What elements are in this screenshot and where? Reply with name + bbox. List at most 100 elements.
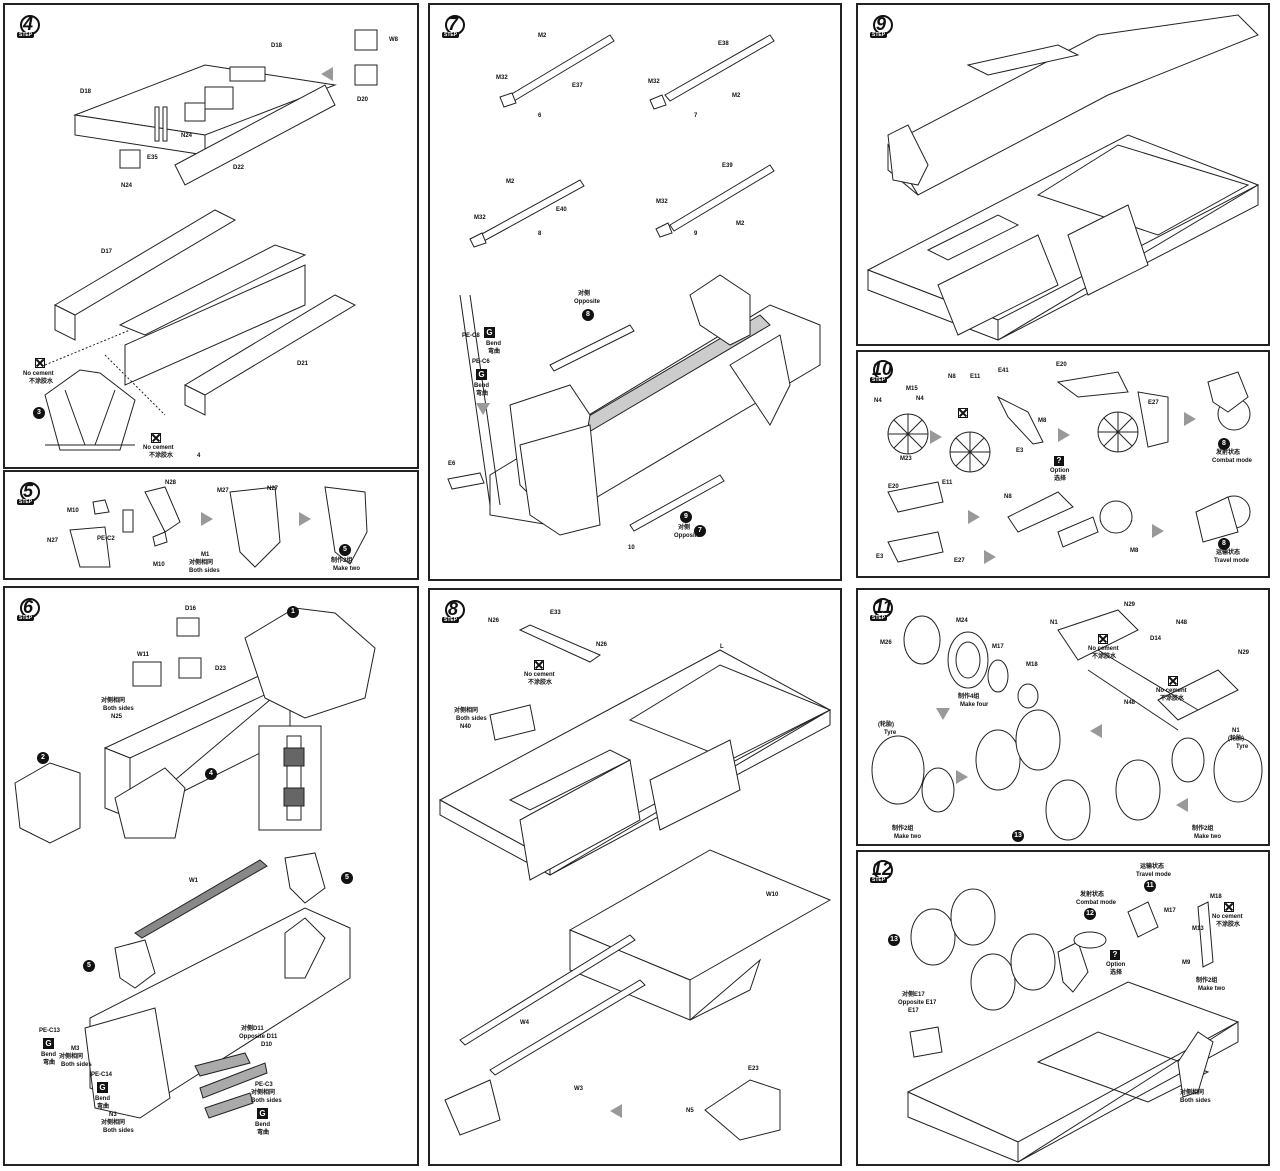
part-label: N26: [488, 618, 500, 624]
part-label: M2: [736, 221, 745, 227]
step-9-drawing: [866, 14, 1260, 341]
step-11-drawing: [871, 609, 1263, 841]
step-5-panel: 5 STEP N28 M10 N27 PE-C2 M10 M27 N27 M1 …: [3, 470, 419, 580]
arrow-right-icon: [968, 510, 980, 524]
step-word: STEP: [870, 32, 888, 38]
arrow-right-icon: [299, 512, 311, 526]
note-label: 弯曲: [257, 1130, 270, 1136]
note-label: No cement: [1088, 646, 1119, 652]
no-cement-icon: [1168, 676, 1178, 686]
note-label: Make four: [960, 702, 989, 708]
arrow-right-icon: [930, 430, 942, 444]
part-label: PE-C14: [91, 1072, 113, 1078]
part-label: E17: [908, 1008, 919, 1014]
part-label: W1: [189, 878, 198, 884]
part-label: PE-C13: [39, 1028, 61, 1034]
part-label: E3: [876, 554, 884, 560]
note-label: Opposite: [674, 533, 701, 539]
part-label: M32: [474, 215, 486, 221]
note-label: 对侧相同: [59, 1054, 84, 1060]
note-label: Bend: [95, 1096, 110, 1102]
step-10-panel: 10 STEP M15 N4 N4 M23 N8 E11 E41 M8 E3 E…: [856, 350, 1270, 578]
note-label: 对侧: [578, 291, 591, 297]
bend-icon: G: [43, 1038, 54, 1049]
note-label: 对侧相同: [101, 1120, 126, 1126]
step-word: STEP: [17, 499, 35, 505]
step-12-badge: 12 STEP: [868, 859, 902, 890]
step-8-badge: 8 STEP: [440, 599, 474, 630]
note-label: Tyre: [884, 730, 897, 736]
note-label: No cement: [1212, 914, 1243, 920]
note-label: (轮胎): [1228, 736, 1244, 742]
part-label: E11: [970, 374, 981, 380]
part-label: M27: [217, 488, 229, 494]
no-cement-icon: [958, 408, 968, 418]
part-label: N8: [1004, 494, 1012, 500]
part-label: N24: [121, 183, 133, 189]
part-label: W10: [766, 892, 779, 898]
bend-icon: G: [484, 327, 495, 338]
note-label: Bend: [474, 383, 489, 389]
note-label: Travel mode: [1214, 558, 1250, 564]
subassembly-badge: 13: [888, 934, 900, 946]
subassembly-badge: 1: [287, 606, 299, 618]
step-word: STEP: [17, 615, 35, 621]
part-label: D10: [261, 1042, 273, 1048]
part-label: E23: [748, 1066, 759, 1072]
note-label: Both sides: [103, 706, 134, 712]
note-label: Combat mode: [1212, 458, 1253, 464]
note-label: 对侧相同: [101, 698, 126, 704]
step-word: STEP: [442, 617, 460, 623]
part-label: N1: [1232, 728, 1240, 734]
arrow-right-icon: [1152, 524, 1164, 538]
step-12-drawing: [906, 888, 1240, 1163]
part-label: N4: [916, 396, 924, 402]
step-word: STEP: [442, 32, 460, 38]
step-4-panel: 4 STEP D18 D18 W8 D20 N24 E35 N24 D22 D1…: [3, 3, 419, 469]
bend-icon: G: [97, 1082, 108, 1093]
part-label: W3: [574, 1086, 583, 1092]
part-label: M2: [538, 33, 547, 39]
subassembly-badge: 3: [33, 407, 45, 419]
arrow-right-icon: [1058, 428, 1070, 442]
part-label: M17: [1164, 908, 1176, 914]
arrow-right-icon: [1184, 412, 1196, 426]
part-label: N26: [596, 642, 608, 648]
arrow-right-icon: [956, 770, 968, 784]
subassembly-number: 8: [538, 231, 542, 237]
part-label: E38: [718, 41, 729, 47]
note-label: 制作2组: [1196, 978, 1218, 984]
note-label: Travel mode: [1136, 872, 1172, 878]
step-number: 9: [876, 14, 887, 34]
note-label: 不涂胶水: [1160, 696, 1185, 702]
step-5-badge: 5 STEP: [15, 481, 49, 512]
note-label: Both sides: [61, 1062, 92, 1068]
part-label: D22: [233, 165, 245, 171]
part-label: M2: [506, 179, 515, 185]
part-label: M26: [880, 640, 892, 646]
step-7-panel: 7 STEP M2 M32 E37 6 E38 M32 M2 7 M2 M32 …: [428, 3, 842, 581]
step-number: 5: [23, 481, 34, 501]
part-label: N27: [47, 538, 59, 544]
part-label: E40: [556, 207, 567, 213]
note-label: Opposite E17: [898, 1000, 937, 1006]
step-6-badge: 6 STEP: [15, 597, 49, 628]
note-label: 弯曲: [488, 349, 501, 355]
subassembly-number: 7: [694, 113, 698, 119]
part-label: M8: [1130, 548, 1139, 554]
note-label: 运输状态: [1216, 550, 1241, 556]
step-word: STEP: [870, 615, 888, 621]
note-label: 不涂胶水: [528, 680, 553, 686]
no-cement-icon: [1224, 902, 1234, 912]
note-label: 弯曲: [476, 391, 489, 397]
note-label: Both sides: [251, 1098, 282, 1104]
part-label: N5: [686, 1108, 694, 1114]
note-label: Tyre: [1236, 744, 1249, 750]
note-label: 制作2组: [892, 826, 914, 832]
part-label: M9: [1182, 960, 1191, 966]
note-label: No cement: [23, 371, 54, 377]
note-label: No cement: [1156, 688, 1187, 694]
part-label: N40: [460, 724, 472, 730]
note-label: Bend: [255, 1122, 270, 1128]
note-label: Both sides: [103, 1128, 134, 1134]
